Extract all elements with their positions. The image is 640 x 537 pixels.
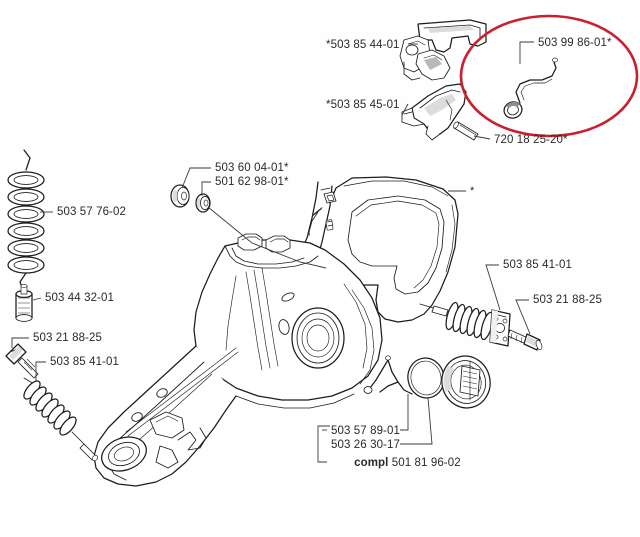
label-fuel-cap-complete: compl 501 81 96-02 [331, 457, 477, 469]
label-av-spring-right: 503 85 41-01 [503, 259, 572, 271]
label-coil-spring: 503 57 76-02 [57, 206, 126, 218]
label-bushing-large: 503 60 04-01* [215, 162, 289, 174]
red-highlight-ellipse [459, 14, 639, 138]
part-fuel-cap-complete [363, 355, 491, 409]
label-av-spring-bottom-left: 503 85 41-01 [50, 356, 119, 368]
label-screw-bottom-left: 503 21 88-25 [33, 332, 102, 344]
part-choke-rod-spring [503, 57, 558, 119]
part-throttle-trigger [399, 19, 487, 81]
label-compl-prefix: compl [354, 457, 392, 469]
part-throttle-lockout [401, 83, 467, 141]
label-roll-pin: 720 18 25-20* [494, 134, 568, 146]
part-roll-pin [453, 121, 479, 141]
label-throttle-trigger: *503 85 44-01 [326, 39, 400, 51]
label-handle-marker: * [470, 185, 475, 197]
part-fuel-tank-handle-housing [93, 176, 459, 487]
part-rubber-bushing [15, 284, 33, 322]
label-fuel-cap-complete-number: 501 81 96-02 [392, 457, 461, 469]
label-bushing-small: 501 62 98-01* [215, 176, 289, 188]
label-throttle-lockout: *503 85 45-01 [326, 99, 400, 111]
part-bushing-large [170, 184, 190, 208]
part-coil-spring [7, 149, 45, 293]
part-bushing-small [195, 193, 211, 213]
part-av-spring-bottom-left [23, 377, 99, 462]
part-screw-right [507, 329, 543, 351]
part-av-spring-right [419, 301, 511, 347]
leader-lines [11, 41, 534, 463]
label-tank-vent-retainer: 503 57 89-01 [331, 425, 400, 437]
label-choke-rod-spring: 503 99 86-01* [538, 37, 612, 49]
part-screw-bottom-left [5, 343, 39, 379]
label-screw-right: 503 21 88-25 [533, 294, 602, 306]
label-fuel-cap-gasket: 503 26 30-17 [331, 439, 400, 451]
label-rubber-bushing: 503 44 32-01 [45, 292, 114, 304]
